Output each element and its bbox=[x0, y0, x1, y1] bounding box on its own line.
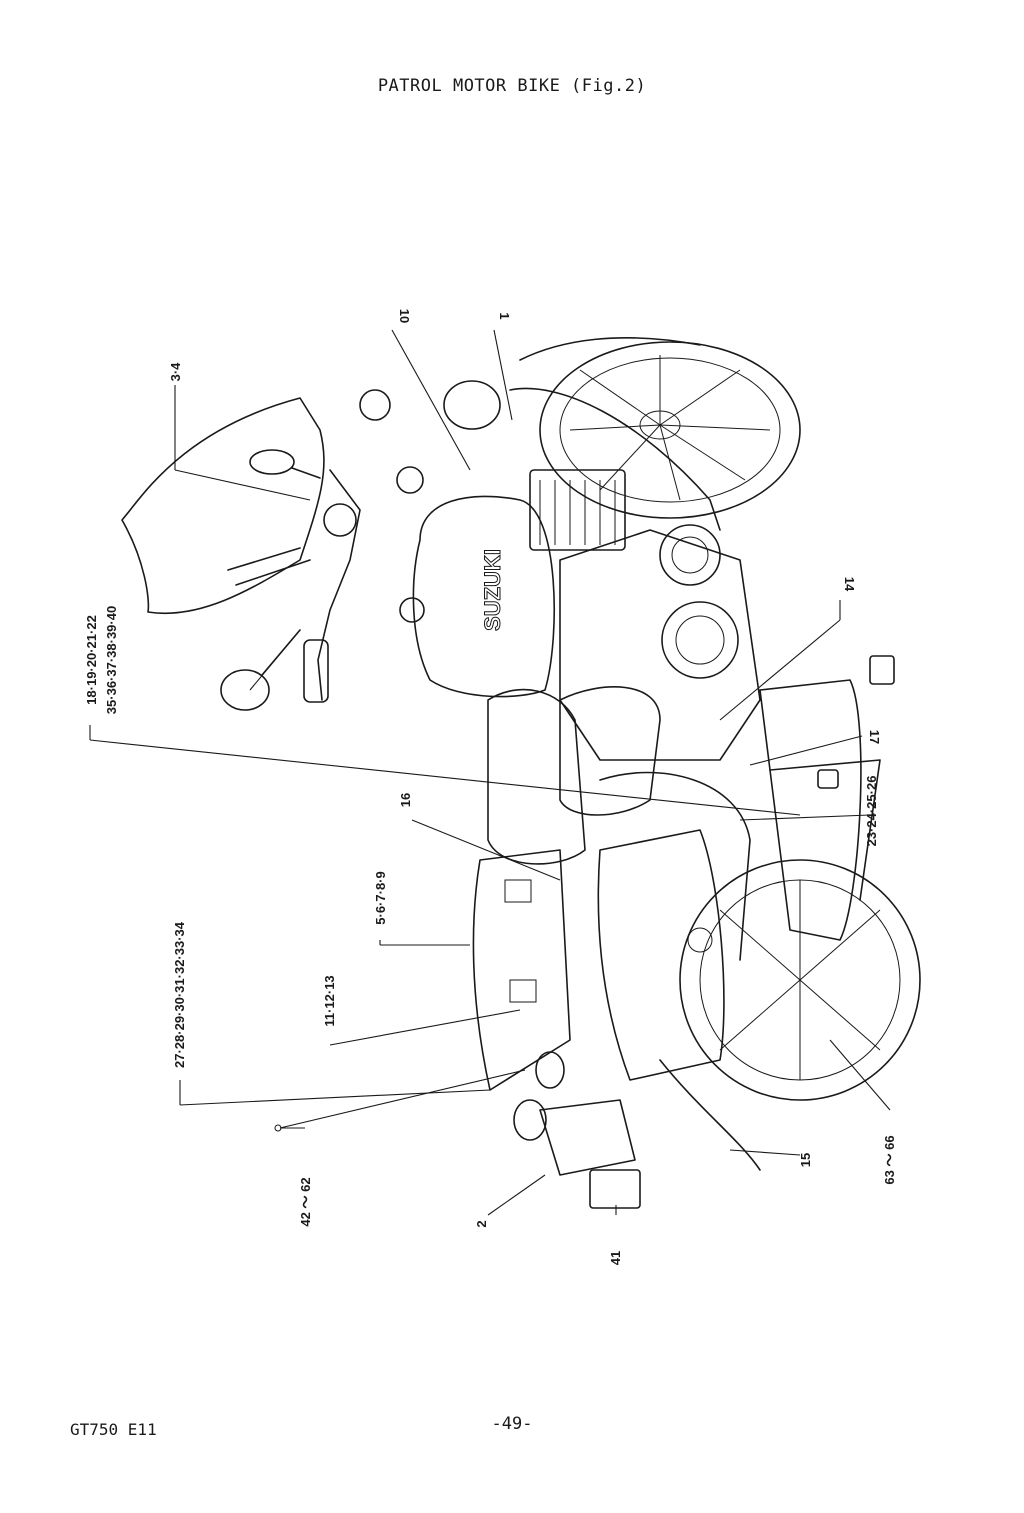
handlebar bbox=[317, 469, 361, 701]
grip bbox=[303, 639, 329, 703]
speedometer bbox=[323, 503, 357, 537]
headlight bbox=[443, 380, 501, 430]
callout-2: 2 bbox=[474, 1220, 489, 1227]
callout-42-62: 42 ～ 62 bbox=[298, 1177, 313, 1226]
callout-14: 14 bbox=[842, 577, 857, 592]
leader-dot-42 bbox=[274, 1124, 282, 1132]
rear-wheel bbox=[679, 859, 921, 1101]
muffler-lower bbox=[769, 759, 881, 901]
front-fender bbox=[519, 337, 701, 361]
leader-lines bbox=[89, 329, 891, 1216]
side-cover bbox=[559, 686, 661, 816]
windshield bbox=[121, 397, 325, 615]
mirror-right bbox=[249, 449, 295, 475]
callout-1: 1 bbox=[497, 312, 512, 319]
front-wheel bbox=[539, 341, 801, 519]
fuel-cap bbox=[399, 597, 425, 623]
callout-41: 41 bbox=[608, 1251, 623, 1265]
callout-labels: 10 1 3·4 18·19·20·21·22 35·36·37·38·39·4… bbox=[84, 309, 897, 1265]
footer-page-number: -49- bbox=[491, 1414, 533, 1434]
tank-brand-label: SUZUKI bbox=[480, 549, 505, 631]
callout-17: 17 bbox=[867, 730, 882, 744]
fuel-tank bbox=[412, 495, 555, 698]
callout-5-9: 5·6·7·8·9 bbox=[373, 871, 388, 924]
saddlebag-right bbox=[597, 829, 725, 1081]
mirror-left bbox=[220, 669, 270, 711]
callout-11-13: 11·12·13 bbox=[322, 975, 337, 1026]
engine-cover-upper bbox=[659, 524, 721, 586]
rear-crash-bar bbox=[599, 771, 751, 961]
license-plate-light bbox=[589, 1169, 641, 1209]
page-title: PATROL MOTOR BIKE (Fig.2) bbox=[377, 76, 647, 96]
callout-27-34: 27·28·29·30·31·32·33·34 bbox=[172, 921, 187, 1068]
turn-signal-1 bbox=[513, 1099, 547, 1141]
callout-35-40: 35·36·37·38·39·40 bbox=[104, 606, 119, 714]
turn-signal-2 bbox=[535, 1051, 565, 1089]
callout-63-66: 63 ～ 66 bbox=[882, 1135, 897, 1184]
tail-box bbox=[539, 1099, 636, 1176]
muffler-upper bbox=[759, 679, 862, 941]
engine-case bbox=[559, 529, 761, 761]
callout-10: 10 bbox=[397, 309, 412, 323]
callout-23-26: 23·24·25·26 bbox=[864, 776, 879, 847]
engine-cover-lower bbox=[661, 601, 739, 679]
rear-fender bbox=[659, 1059, 761, 1171]
callout-3-4: 3·4 bbox=[168, 362, 183, 382]
footer-model: GT750 E11 bbox=[70, 1420, 157, 1439]
callout-15: 15 bbox=[798, 1153, 813, 1167]
kickstand bbox=[817, 769, 839, 789]
crash-bar-front bbox=[509, 387, 721, 531]
footpeg bbox=[869, 655, 895, 685]
callout-18-22: 18·19·20·21·22 bbox=[84, 615, 99, 705]
front-wheel-spokes bbox=[569, 355, 771, 501]
tachometer bbox=[359, 389, 391, 421]
rear-wheel-spokes bbox=[719, 880, 881, 1080]
callout-16: 16 bbox=[398, 793, 413, 807]
cylinder-fins bbox=[529, 469, 626, 551]
horn bbox=[396, 466, 424, 494]
